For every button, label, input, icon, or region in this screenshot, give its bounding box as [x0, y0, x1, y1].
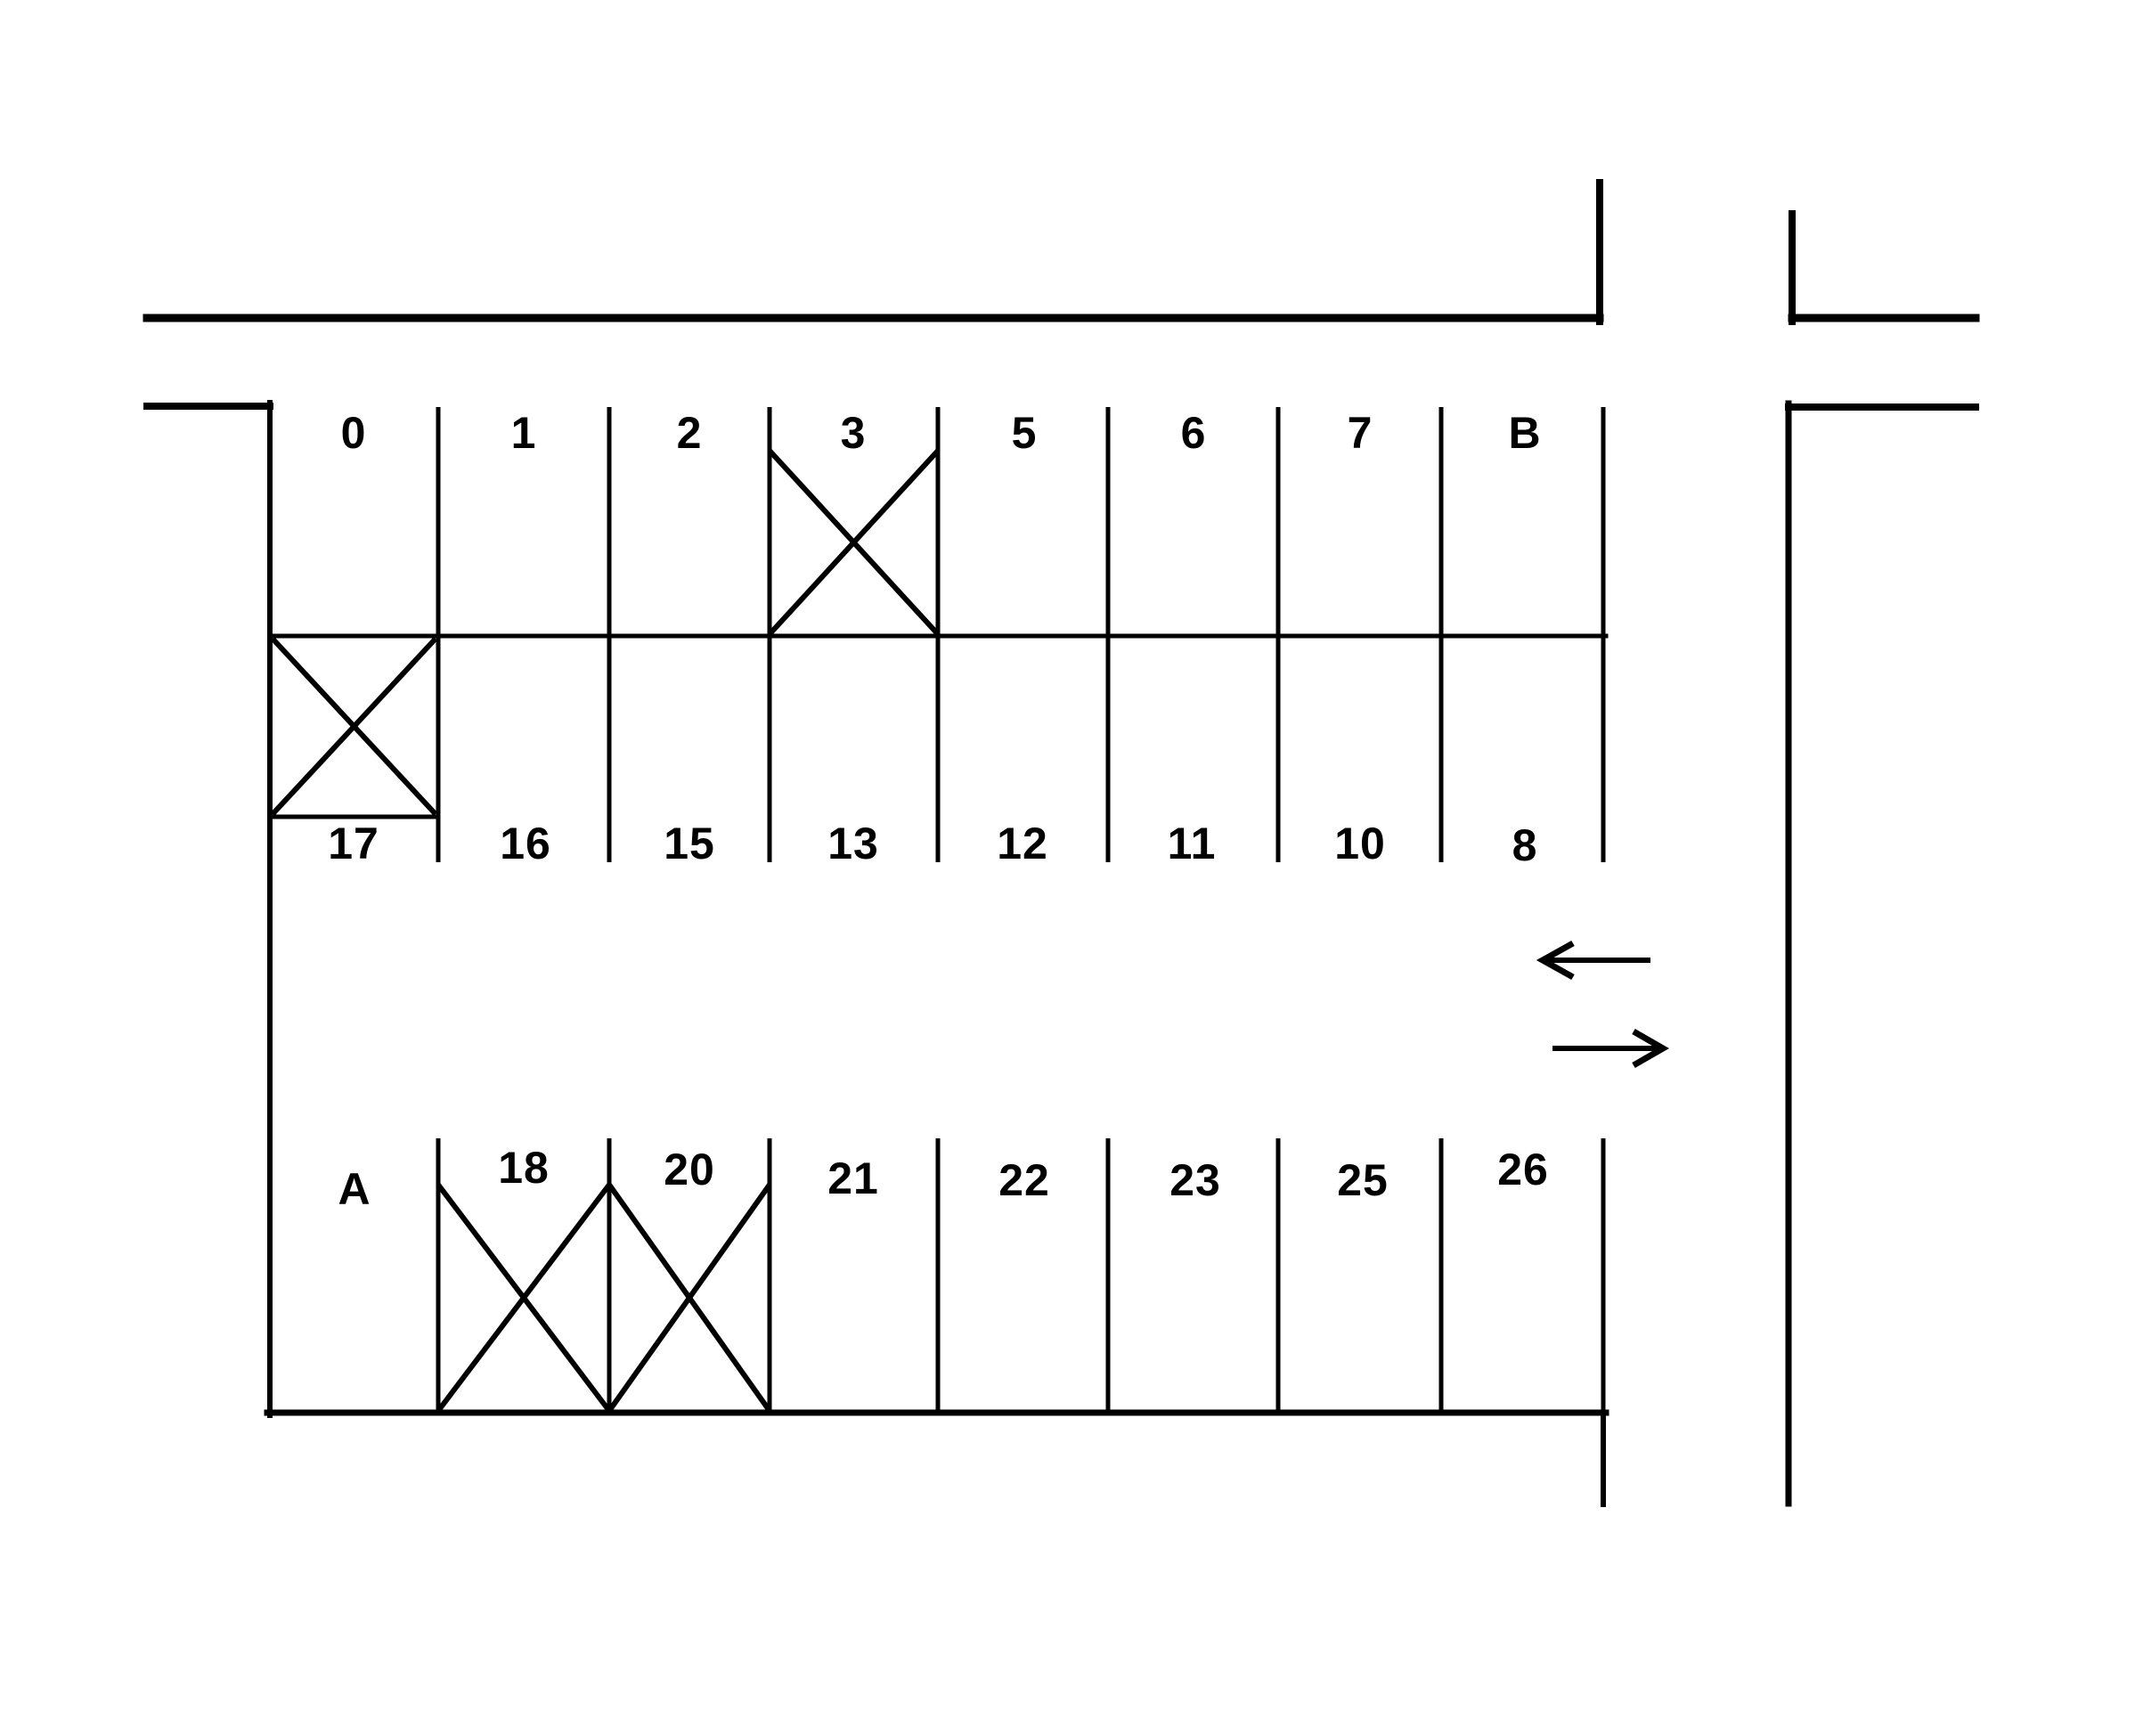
space-label-8: 8	[1512, 820, 1538, 870]
crossed-out-marks	[270, 448, 941, 1413]
aisle-arrow-right-head	[1632, 1028, 1670, 1069]
aisle-arrow-right	[1552, 1028, 1670, 1069]
aisle-arrow-left	[1536, 940, 1650, 981]
space-label-23: 23	[1169, 1155, 1221, 1205]
aisle-arrow-left-head	[1536, 940, 1575, 981]
cross-mark-space-17	[270, 636, 438, 819]
space-label-1: 1	[511, 408, 537, 458]
middle-row: 17 16 15 13 12 11 10 8	[328, 636, 1606, 870]
space-label-20: 20	[664, 1145, 715, 1194]
aisle-arrows	[1536, 940, 1670, 1069]
bottom-row: A 18 20 21 22 23 25 26	[338, 1138, 1606, 1413]
space-label-12: 12	[997, 819, 1048, 868]
cross-diagonal-2	[270, 636, 438, 817]
space-label-22: 22	[998, 1155, 1050, 1205]
cross-diagonal-2	[767, 448, 941, 637]
cross-diagonal-2	[436, 1183, 612, 1413]
space-label-5: 5	[1012, 408, 1038, 458]
top-row: 0 1 2 3 5 6 7 B	[341, 407, 1606, 636]
space-label-15: 15	[664, 819, 715, 868]
space-label-13: 13	[827, 819, 879, 868]
space-label-0: 0	[341, 408, 367, 458]
space-label-16: 16	[500, 819, 551, 868]
space-label-26: 26	[1497, 1145, 1549, 1194]
cross-mark-space-18	[436, 1183, 612, 1413]
space-label-7: 7	[1348, 408, 1373, 458]
space-label-11: 11	[1168, 819, 1217, 868]
space-label-17: 17	[328, 819, 379, 868]
space-label-2: 2	[677, 408, 703, 458]
space-label-21: 21	[827, 1153, 879, 1203]
space-label-3: 3	[841, 408, 867, 458]
space-label-10: 10	[1334, 819, 1386, 868]
cross-diagonal-2	[607, 1183, 772, 1413]
cross-mark-space-20	[607, 1183, 772, 1413]
cross-mark-space-3	[767, 448, 941, 637]
space-label-25: 25	[1337, 1155, 1389, 1205]
space-label-6: 6	[1181, 408, 1207, 458]
space-label-B: B	[1508, 408, 1541, 458]
space-label-A: A	[338, 1164, 371, 1214]
space-label-18: 18	[498, 1143, 550, 1193]
